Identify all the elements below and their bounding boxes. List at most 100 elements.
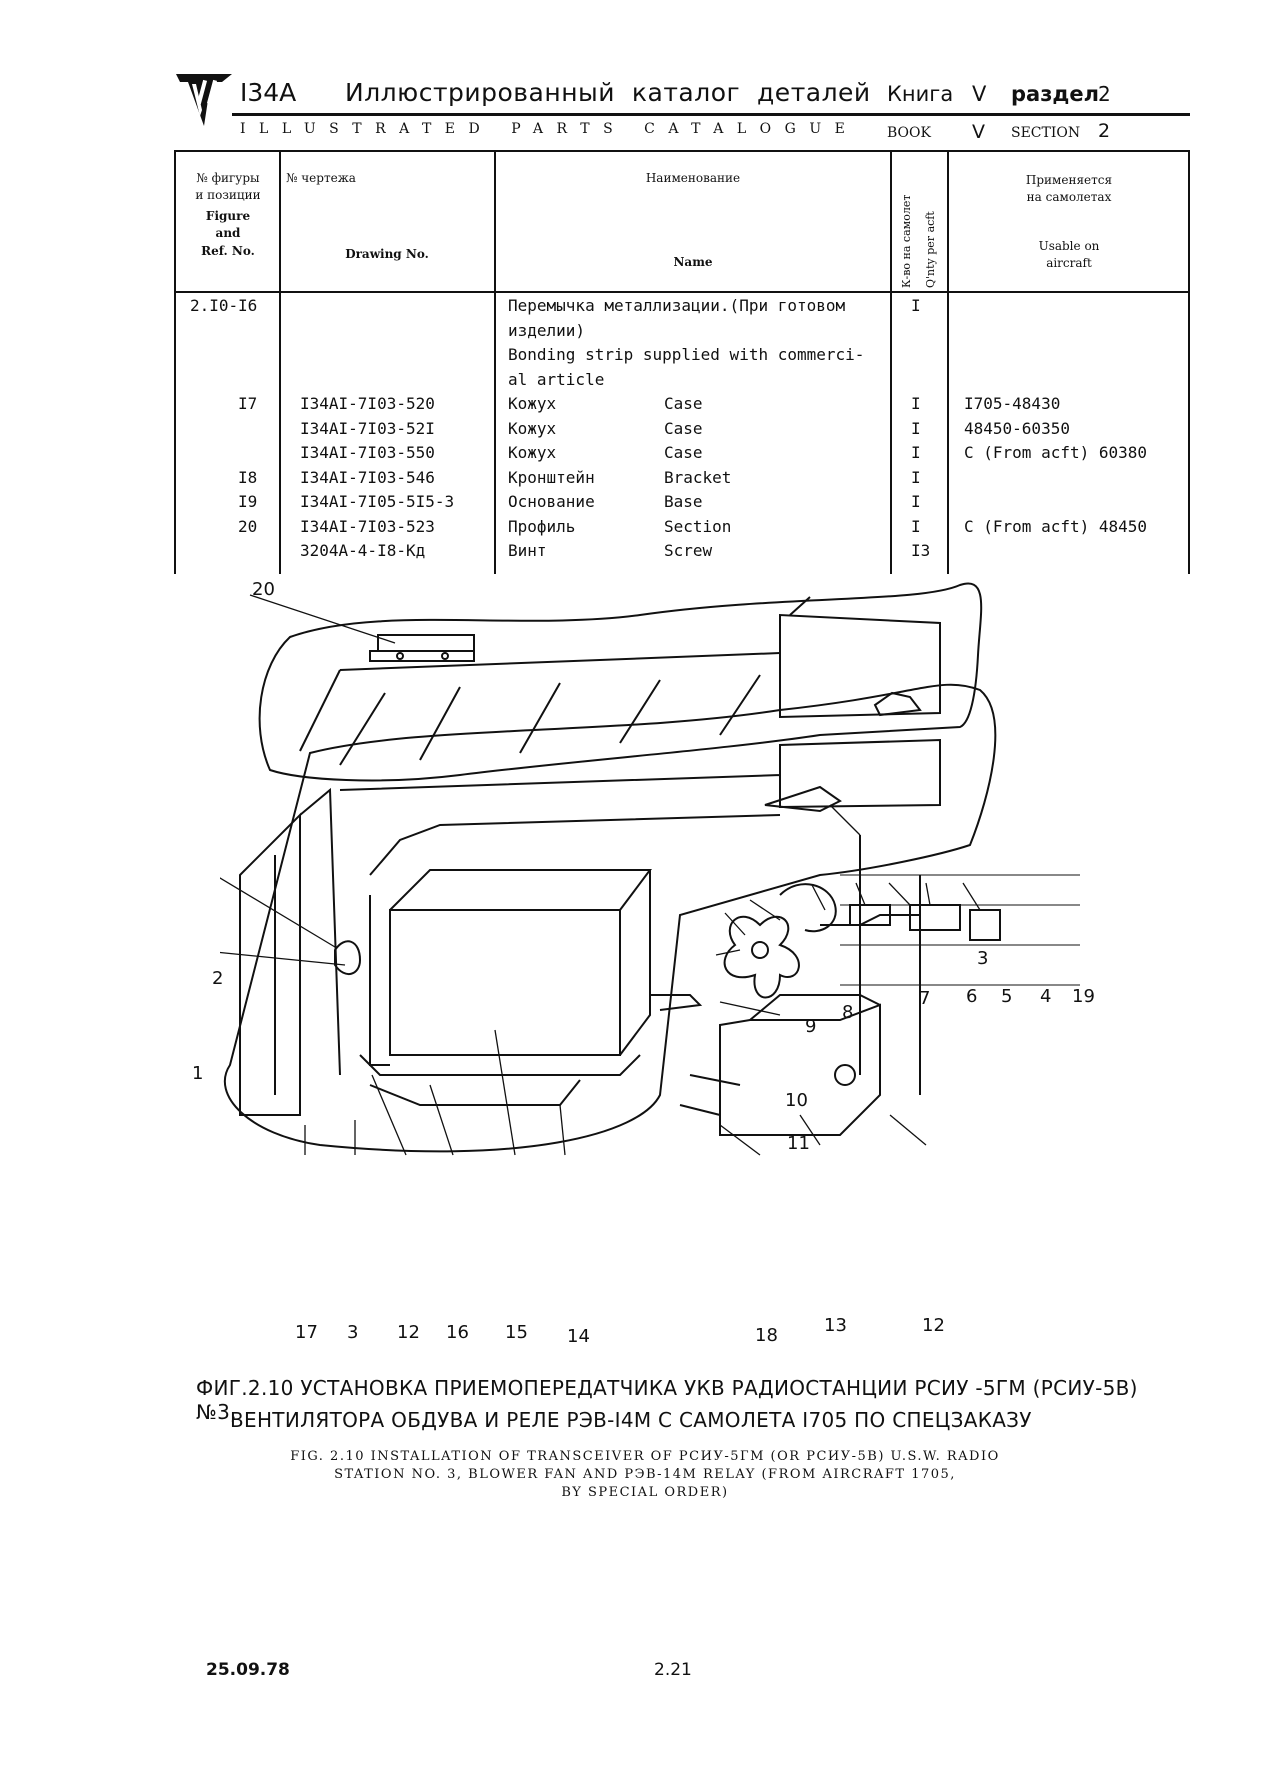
row-name-en: Case	[664, 443, 703, 462]
row-drawing: I34AI-7I03-546	[300, 467, 435, 487]
figure-prefix: 2.I0-	[190, 296, 239, 315]
row-name-ru: Кожух	[508, 418, 557, 438]
row-ref: I9	[238, 492, 258, 511]
row-name-en: Bracket	[664, 467, 732, 487]
row-name-en: Screw	[664, 541, 713, 560]
row-qty: I	[911, 516, 921, 536]
row-qty: I	[911, 443, 921, 462]
row-qty: I	[911, 418, 921, 438]
col-qty-en: Q'nty per acft	[924, 211, 937, 288]
footer-page-number: 2.21	[654, 1660, 692, 1680]
callout-8: 8	[842, 1002, 854, 1023]
callout-16: 16	[446, 1322, 469, 1343]
col-drawing-en: Drawing No.	[345, 247, 429, 261]
callout-18: 18	[755, 1325, 778, 1346]
callout-7: 7	[919, 988, 931, 1009]
section-number-en: 2	[1098, 120, 1111, 142]
row-usable: 48450-60350	[964, 418, 1070, 438]
callout-12-left: 12	[397, 1322, 420, 1343]
row-name-en: Case	[664, 394, 703, 413]
row-drawing: I34AI-7I03-520	[300, 394, 435, 413]
section-number: 2	[1098, 82, 1111, 106]
callout-2: 2	[212, 968, 224, 989]
row-ref: 20	[238, 516, 258, 536]
callout-11: 11	[787, 1133, 810, 1154]
row-qty: I3	[911, 541, 931, 560]
row-name-en: Section	[664, 516, 732, 536]
relay-5	[909, 904, 961, 931]
callout-12-right: 12	[922, 1315, 945, 1336]
caption-ru-line1: ФИГ.2.10 УСТАНОВКА ПРИЕМОПЕРЕДАТЧИКА УКВ…	[196, 1376, 1138, 1424]
section-label-ru: раздел	[1011, 82, 1099, 106]
book-number: V	[972, 82, 987, 106]
row-drawing: I34AI-7I03-52I	[300, 418, 435, 438]
company-logo-icon	[176, 74, 232, 126]
row-ref: I6	[238, 296, 258, 315]
catalog-title-en: ILLUSTRATED PARTS CATALOGUE	[240, 121, 859, 137]
row-usable: C (From acft) 60380	[964, 443, 1148, 462]
section-profile-20	[377, 634, 475, 652]
col-drawing-ru: № чертежа	[286, 171, 356, 185]
callout-20: 20	[252, 579, 275, 600]
upper-panel-outline	[258, 582, 983, 782]
base-19	[719, 1003, 881, 1136]
row-name-ru: Перемычка металлизации.(При готовом	[508, 296, 846, 315]
callout-10: 10	[785, 1090, 808, 1111]
col-figure-ru: № фигуры и позиции	[195, 171, 261, 203]
book-label-ru: Книга	[887, 82, 954, 106]
callout-9: 9	[805, 1016, 817, 1037]
callout-17: 17	[295, 1322, 318, 1343]
col-figure-en: Figure and Ref. No.	[201, 209, 255, 258]
row-drawing: I34AI-7I05-5I5-3	[300, 492, 455, 511]
connector-19	[969, 909, 1001, 941]
callout-1: 1	[192, 1063, 204, 1084]
callout-13: 13	[824, 1315, 847, 1336]
col-name-ru: Наименование	[645, 171, 741, 185]
case-17	[239, 812, 301, 1116]
parts-table: № фигуры и позиции Figure and Ref. No. №…	[174, 150, 1190, 574]
row-name-ru: al article	[508, 369, 605, 389]
caption-en-line1: FIG. 2.10 INSTALLATION OF TRANSCEIVER OF…	[290, 1449, 1000, 1464]
caption-ru-line2: ВЕНТИЛЯТОРА ОБДУВА И РЕЛЕ РЭВ-I4М С САМО…	[230, 1408, 1032, 1432]
row-qty: I	[911, 394, 921, 413]
catalog-code: I34A	[240, 78, 297, 107]
installation-figure	[220, 582, 1080, 1156]
row-drawing: I34AI-7I03-523	[300, 516, 435, 536]
callout-5: 5	[1001, 986, 1013, 1007]
row-name-ru: Винт	[508, 541, 547, 560]
row-name-ru: Профиль	[508, 516, 576, 536]
caption-en-line2: STATION NO. 3, BLOWER FAN AND РЭВ-14М RE…	[334, 1467, 956, 1482]
row-name-ru: Bonding strip supplied with commerci-	[508, 345, 865, 364]
callout-15: 15	[505, 1322, 528, 1343]
row-ref: I7	[238, 394, 258, 413]
row-qty: I	[911, 467, 921, 487]
row-name-ru: Кожух	[508, 443, 557, 462]
col-name-en: Name	[673, 255, 713, 269]
caption-en-line3: BY SPECIAL ORDER)	[561, 1485, 729, 1500]
row-name-en: Base	[664, 492, 703, 511]
book-number-en: V	[972, 121, 985, 143]
footer-date: 25.09.78	[206, 1660, 290, 1680]
blower-fan-10	[723, 915, 800, 999]
row-drawing: 3204A-4-I8-Кд	[300, 541, 426, 560]
callout-14: 14	[567, 1326, 590, 1347]
row-name-ru: Кожух	[508, 394, 557, 413]
col-qty-ru: К-во на самолет	[900, 194, 913, 288]
section-label-en: SECTION	[1011, 125, 1081, 141]
row-name-ru: Кронштейн	[508, 467, 595, 487]
row-qty: I	[911, 492, 921, 511]
row-name-ru: изделии)	[508, 320, 586, 340]
transceiver-box-15	[389, 909, 621, 1056]
row-name-en: Case	[664, 418, 703, 438]
row-drawing: I34AI-7I03-550	[300, 443, 435, 462]
callout-3-upper: 3	[977, 948, 989, 969]
callout-19: 19	[1072, 986, 1095, 1007]
row-ref: I8	[238, 467, 258, 487]
lower-panel-outline	[223, 683, 997, 1153]
row-usable: C (From acft) 48450	[964, 516, 1148, 536]
book-label-en: BOOK	[887, 125, 931, 141]
col-usable-en: Usable on aircraft	[1038, 239, 1100, 271]
callout-4: 4	[1040, 986, 1052, 1007]
row-usable: I705-48430	[964, 394, 1061, 413]
callout-6: 6	[966, 986, 978, 1007]
